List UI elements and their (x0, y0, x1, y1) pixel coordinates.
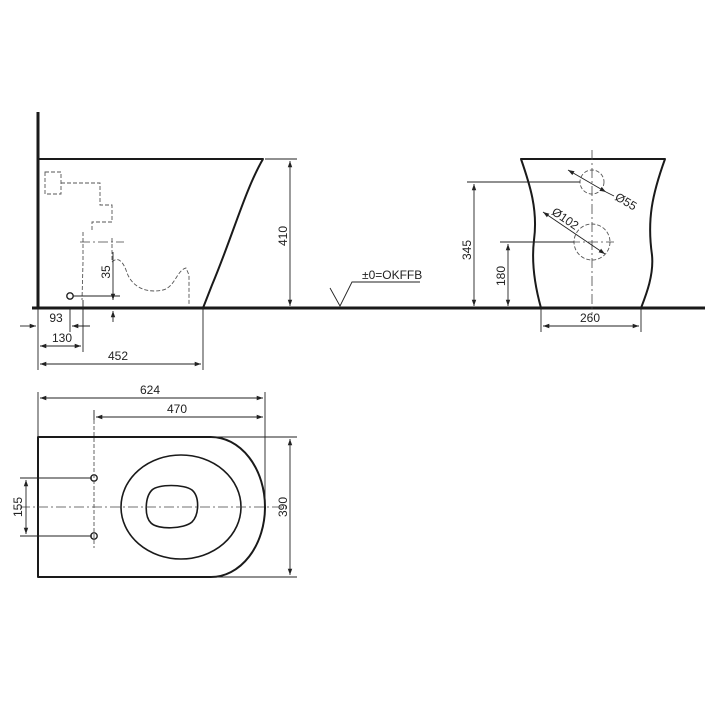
dim-130: 130 (52, 331, 72, 345)
side-hidden-pipe (44, 171, 190, 305)
dim-155: 155 (11, 497, 25, 517)
front-bowl-outline (520, 158, 666, 309)
floor-reference-leader (329, 281, 420, 307)
dim-93: 93 (49, 311, 63, 325)
dim-260: 260 (580, 311, 600, 325)
dim-180: 180 (494, 266, 508, 286)
dim-470: 470 (167, 402, 187, 416)
dim-hole-102: Ø102 (549, 205, 581, 233)
top-view: 624 470 155 390 (11, 383, 297, 578)
dim-345: 345 (460, 240, 474, 260)
dim-624: 624 (140, 383, 160, 397)
front-view: Ø55 Ø102 345 180 260 (460, 150, 666, 332)
dim-hole-55: Ø55 (613, 190, 640, 214)
dim-452: 452 (108, 349, 128, 363)
floor-reference-label: ±0=OKFFB (362, 268, 422, 282)
side-view: 410 35 93 130 452 ±0=OKFFB (20, 112, 705, 370)
dim-410: 410 (276, 226, 290, 246)
top-bowl-outline (37, 436, 266, 578)
side-floor-drain (66, 292, 74, 300)
dim-390: 390 (276, 497, 290, 517)
top-bowl-opening (145, 484, 199, 529)
side-bowl-outline (38, 158, 264, 309)
dim-35: 35 (99, 265, 113, 279)
